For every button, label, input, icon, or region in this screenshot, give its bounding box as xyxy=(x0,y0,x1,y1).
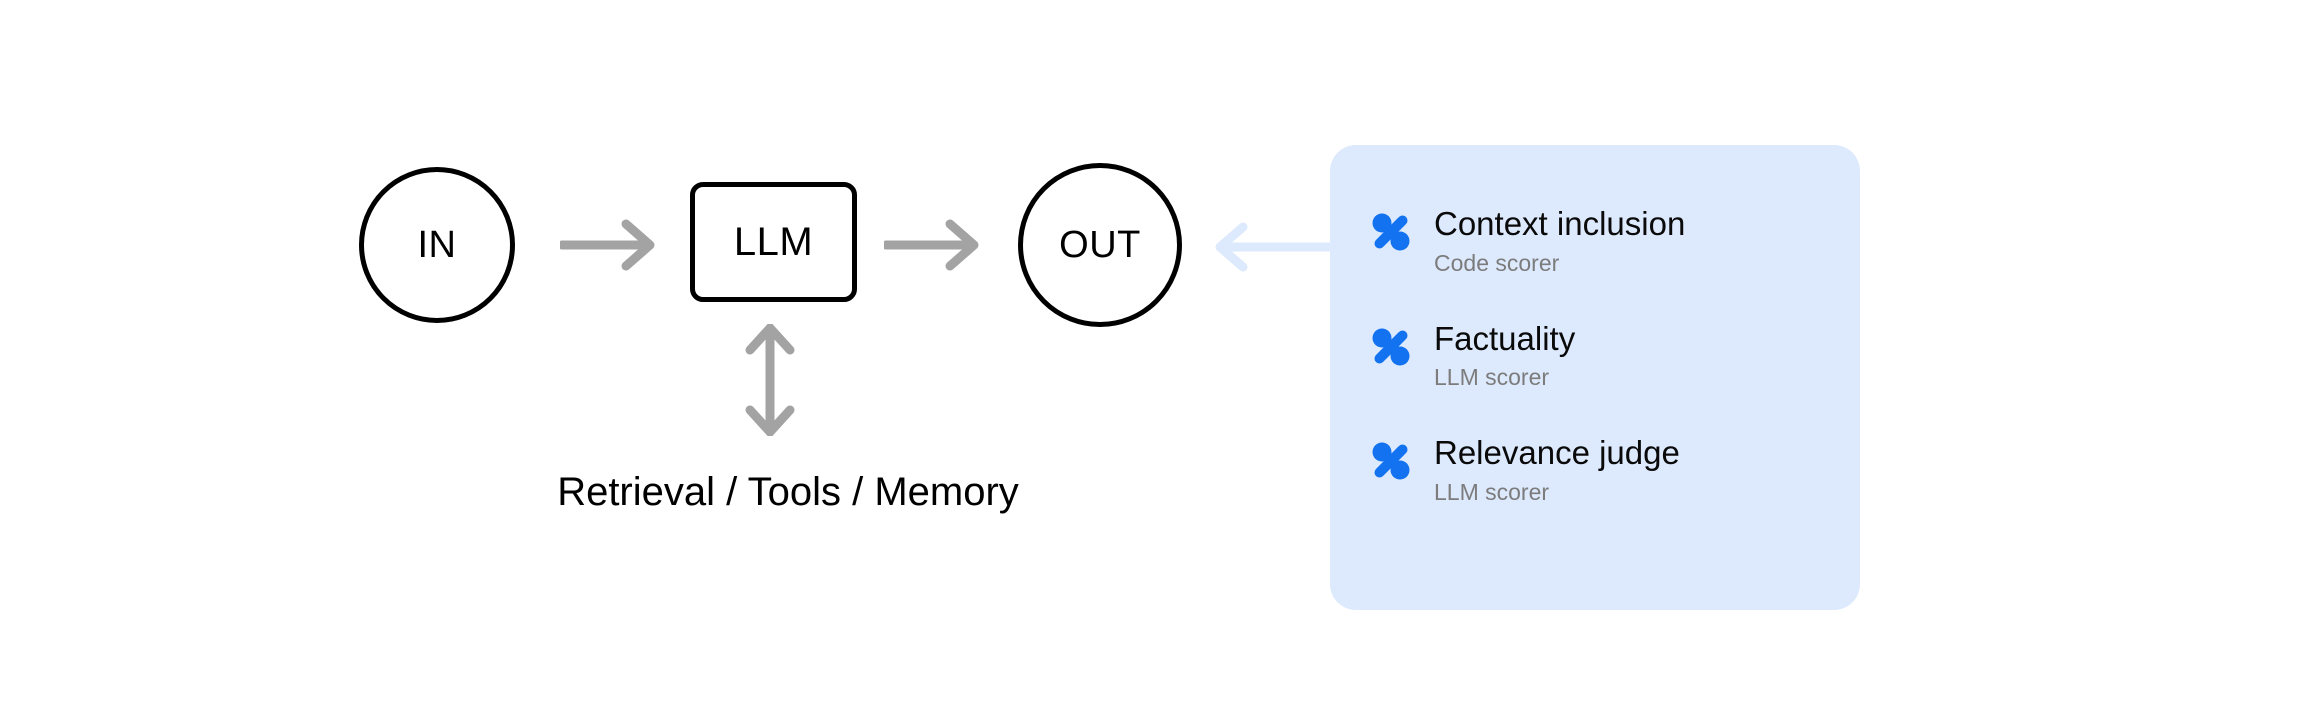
scorer-subtitle: LLM scorer xyxy=(1434,364,1550,391)
percent-scorer-icon xyxy=(1372,213,1410,251)
arrow-right-icon-in-to-llm xyxy=(560,219,655,271)
arrow-right-icon-llm-to-out xyxy=(884,219,979,271)
percent-scorer-icon xyxy=(1372,442,1410,480)
pipeline-node-out: OUT xyxy=(1018,163,1182,327)
percent-scorer-icon xyxy=(1372,328,1410,366)
arrow-left-icon-scorers-to-out xyxy=(1215,222,1340,272)
scorer-panel: Context inclusion Code scorer Factuality… xyxy=(1330,145,1860,610)
scorer-subtitle: LLM scorer xyxy=(1434,479,1550,505)
scorer-title: Factuality xyxy=(1434,319,1576,357)
arrow-up-down-icon-llm-to-tools xyxy=(745,324,795,436)
scorer-text: Relevance judge LLM scorer xyxy=(1434,434,1680,507)
scorer-text: Context inclusion Code scorer xyxy=(1434,205,1685,278)
pipeline-node-out-label: OUT xyxy=(1059,224,1141,266)
pipeline-node-llm-label: LLM xyxy=(733,220,814,264)
pipeline-node-in: IN xyxy=(359,167,515,323)
scorer-item[interactable]: Relevance judge LLM scorer xyxy=(1330,434,1860,507)
pipeline-node-llm: LLM xyxy=(690,182,857,302)
tools-caption-label: Retrieval / Tools / Memory xyxy=(557,470,1019,514)
scorer-list: Context inclusion Code scorer Factuality… xyxy=(1330,205,1860,507)
scorer-title: Relevance judge xyxy=(1434,434,1680,472)
scorer-text: Factuality LLM scorer xyxy=(1434,320,1575,393)
scorer-title: Context inclusion xyxy=(1434,205,1686,242)
scorer-item[interactable]: Context inclusion Code scorer xyxy=(1330,205,1860,278)
scorer-subtitle: Code scorer xyxy=(1434,249,1560,276)
pipeline-node-in-label: IN xyxy=(417,224,457,266)
scorer-item[interactable]: Factuality LLM scorer xyxy=(1330,320,1860,393)
